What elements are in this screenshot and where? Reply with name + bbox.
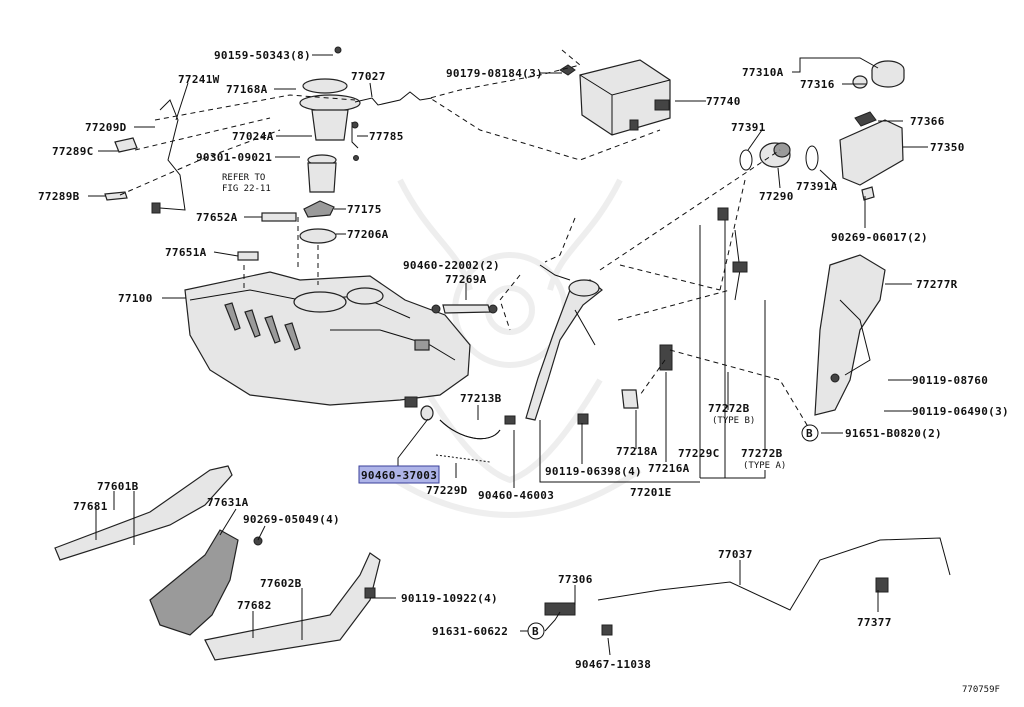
protector-77277r[interactable]: [814, 254, 886, 416]
filler-inlet-77290[interactable]: [739, 142, 819, 171]
label-77272b-type-b[interactable]: 77272B: [708, 402, 750, 415]
ref-b-circle-1: [801, 424, 819, 442]
label-90119-08760[interactable]: 90119-08760: [912, 374, 988, 387]
label-90119-06490[interactable]: 90119-06490(3): [912, 405, 1009, 418]
label-77391a[interactable]: 77391A: [796, 180, 838, 193]
label-77272b-type-a[interactable]: 77272B: [741, 447, 783, 460]
highlight-box: [358, 465, 440, 484]
label-77269a[interactable]: 77269A: [445, 273, 487, 286]
label-77218a[interactable]: 77218A: [616, 445, 658, 458]
leader-lines: [88, 54, 928, 656]
label-77027[interactable]: 77027: [351, 70, 386, 83]
label-77229d[interactable]: 77229D: [426, 484, 468, 497]
label-type-a: (TYPE A): [743, 461, 786, 471]
label-77785[interactable]: 77785: [369, 130, 404, 143]
breather-tube[interactable]: [699, 207, 748, 478]
label-fig-22-11: FIG 22-11: [222, 184, 271, 194]
label-77209d[interactable]: 77209D: [85, 121, 127, 134]
hose-77213b[interactable]: [439, 419, 501, 440]
label-90119-06398[interactable]: 90119-06398(4): [545, 465, 642, 478]
label-77241w[interactable]: 77241W: [178, 73, 220, 86]
pad-77651a[interactable]: [237, 251, 259, 261]
label-91631-60622[interactable]: 91631-60622: [432, 625, 508, 638]
label-90269-05049[interactable]: 90269-05049(4): [243, 513, 340, 526]
label-77201e[interactable]: 77201E: [630, 486, 672, 499]
label-77631a[interactable]: 77631A: [207, 496, 249, 509]
dashed-references: [119, 49, 811, 431]
label-91651-b0820[interactable]: 91651-B0820(2): [845, 427, 942, 440]
label-77652a[interactable]: 77652A: [196, 211, 238, 224]
label-77682[interactable]: 77682: [237, 599, 272, 612]
label-77289c[interactable]: 77289C: [52, 145, 94, 158]
label-77306[interactable]: 77306: [558, 573, 593, 586]
label-b-ref-2: B: [532, 625, 539, 638]
label-b-ref-1: B: [806, 427, 813, 440]
clamp-77218a[interactable]: [577, 344, 673, 425]
fuel-filler-lid[interactable]: [839, 111, 904, 201]
label-77681[interactable]: 77681: [73, 500, 108, 513]
label-77216a[interactable]: 77216A: [648, 462, 690, 475]
fuel-tube-77027[interactable]: [334, 46, 433, 106]
label-90179-08184[interactable]: 90179-08184(3): [446, 67, 543, 80]
label-77213b[interactable]: 77213B: [460, 392, 502, 405]
label-77740[interactable]: 77740: [706, 95, 741, 108]
pad-77652a[interactable]: [261, 212, 297, 222]
label-90159-50343[interactable]: 90159-50343(8): [214, 49, 311, 62]
label-77391[interactable]: 77391: [731, 121, 766, 134]
ref-b-circle-2: [527, 622, 545, 640]
fuel-tank[interactable]: [184, 271, 471, 408]
label-77168a[interactable]: 77168A: [226, 83, 268, 96]
label-77290[interactable]: 77290: [759, 190, 794, 203]
hose-77229d[interactable]: [435, 454, 491, 463]
retainer-77175[interactable]: [303, 200, 335, 218]
tank-band-77601b[interactable]: [54, 465, 233, 561]
fuel-cap[interactable]: [852, 60, 905, 89]
label-90460-37003[interactable]: 90460-37003: [361, 469, 437, 482]
label-77601b[interactable]: 77601B: [97, 480, 139, 493]
label-77277r[interactable]: 77277R: [916, 278, 958, 291]
filler-pipe[interactable]: [504, 264, 603, 425]
label-77310a[interactable]: 77310A: [742, 66, 784, 79]
label-77350[interactable]: 77350: [930, 141, 965, 154]
label-77366[interactable]: 77366: [910, 115, 945, 128]
label-77377[interactable]: 77377: [857, 616, 892, 629]
watermark-emblem: [378, 178, 642, 518]
label-77229c[interactable]: 77229C: [678, 447, 720, 460]
charcoal-canister[interactable]: [559, 59, 671, 136]
label-77316[interactable]: 77316: [800, 78, 835, 91]
clamp-90460-37003[interactable]: [420, 405, 434, 421]
label-refer-to: REFER TO: [222, 173, 265, 183]
sender-gauge[interactable]: [104, 99, 186, 214]
label-77206a[interactable]: 77206A: [347, 228, 389, 241]
label-90460-46003[interactable]: 90460-46003: [478, 489, 554, 502]
label-77037[interactable]: 77037: [718, 548, 753, 561]
label-77024a[interactable]: 77024A: [232, 130, 274, 143]
label-90301-09021[interactable]: 90301-09021: [196, 151, 272, 164]
label-90119-10922[interactable]: 90119-10922(4): [401, 592, 498, 605]
part-labels: 90159-50343(8) 77241W 77168A 77027 90179…: [38, 49, 1009, 695]
label-77175[interactable]: 77175: [347, 203, 382, 216]
fuel-pump-assembly[interactable]: [299, 78, 361, 193]
hose-77269a[interactable]: [431, 304, 498, 314]
opener-cable[interactable]: [544, 537, 951, 636]
label-90467-11038[interactable]: 90467-11038: [575, 658, 651, 671]
label-77100[interactable]: 77100: [118, 292, 153, 305]
label-type-b: (TYPE B): [712, 416, 755, 426]
label-77602b[interactable]: 77602B: [260, 577, 302, 590]
figure-code: 770759F: [962, 685, 1000, 695]
protector-77631a[interactable]: [149, 529, 263, 636]
label-90460-22002[interactable]: 90460-22002(2): [403, 259, 500, 272]
label-77289b[interactable]: 77289B: [38, 190, 80, 203]
label-90269-06017[interactable]: 90269-06017(2): [831, 231, 928, 244]
label-77651a[interactable]: 77651A: [165, 246, 207, 259]
gasket-77206a[interactable]: [299, 228, 337, 244]
